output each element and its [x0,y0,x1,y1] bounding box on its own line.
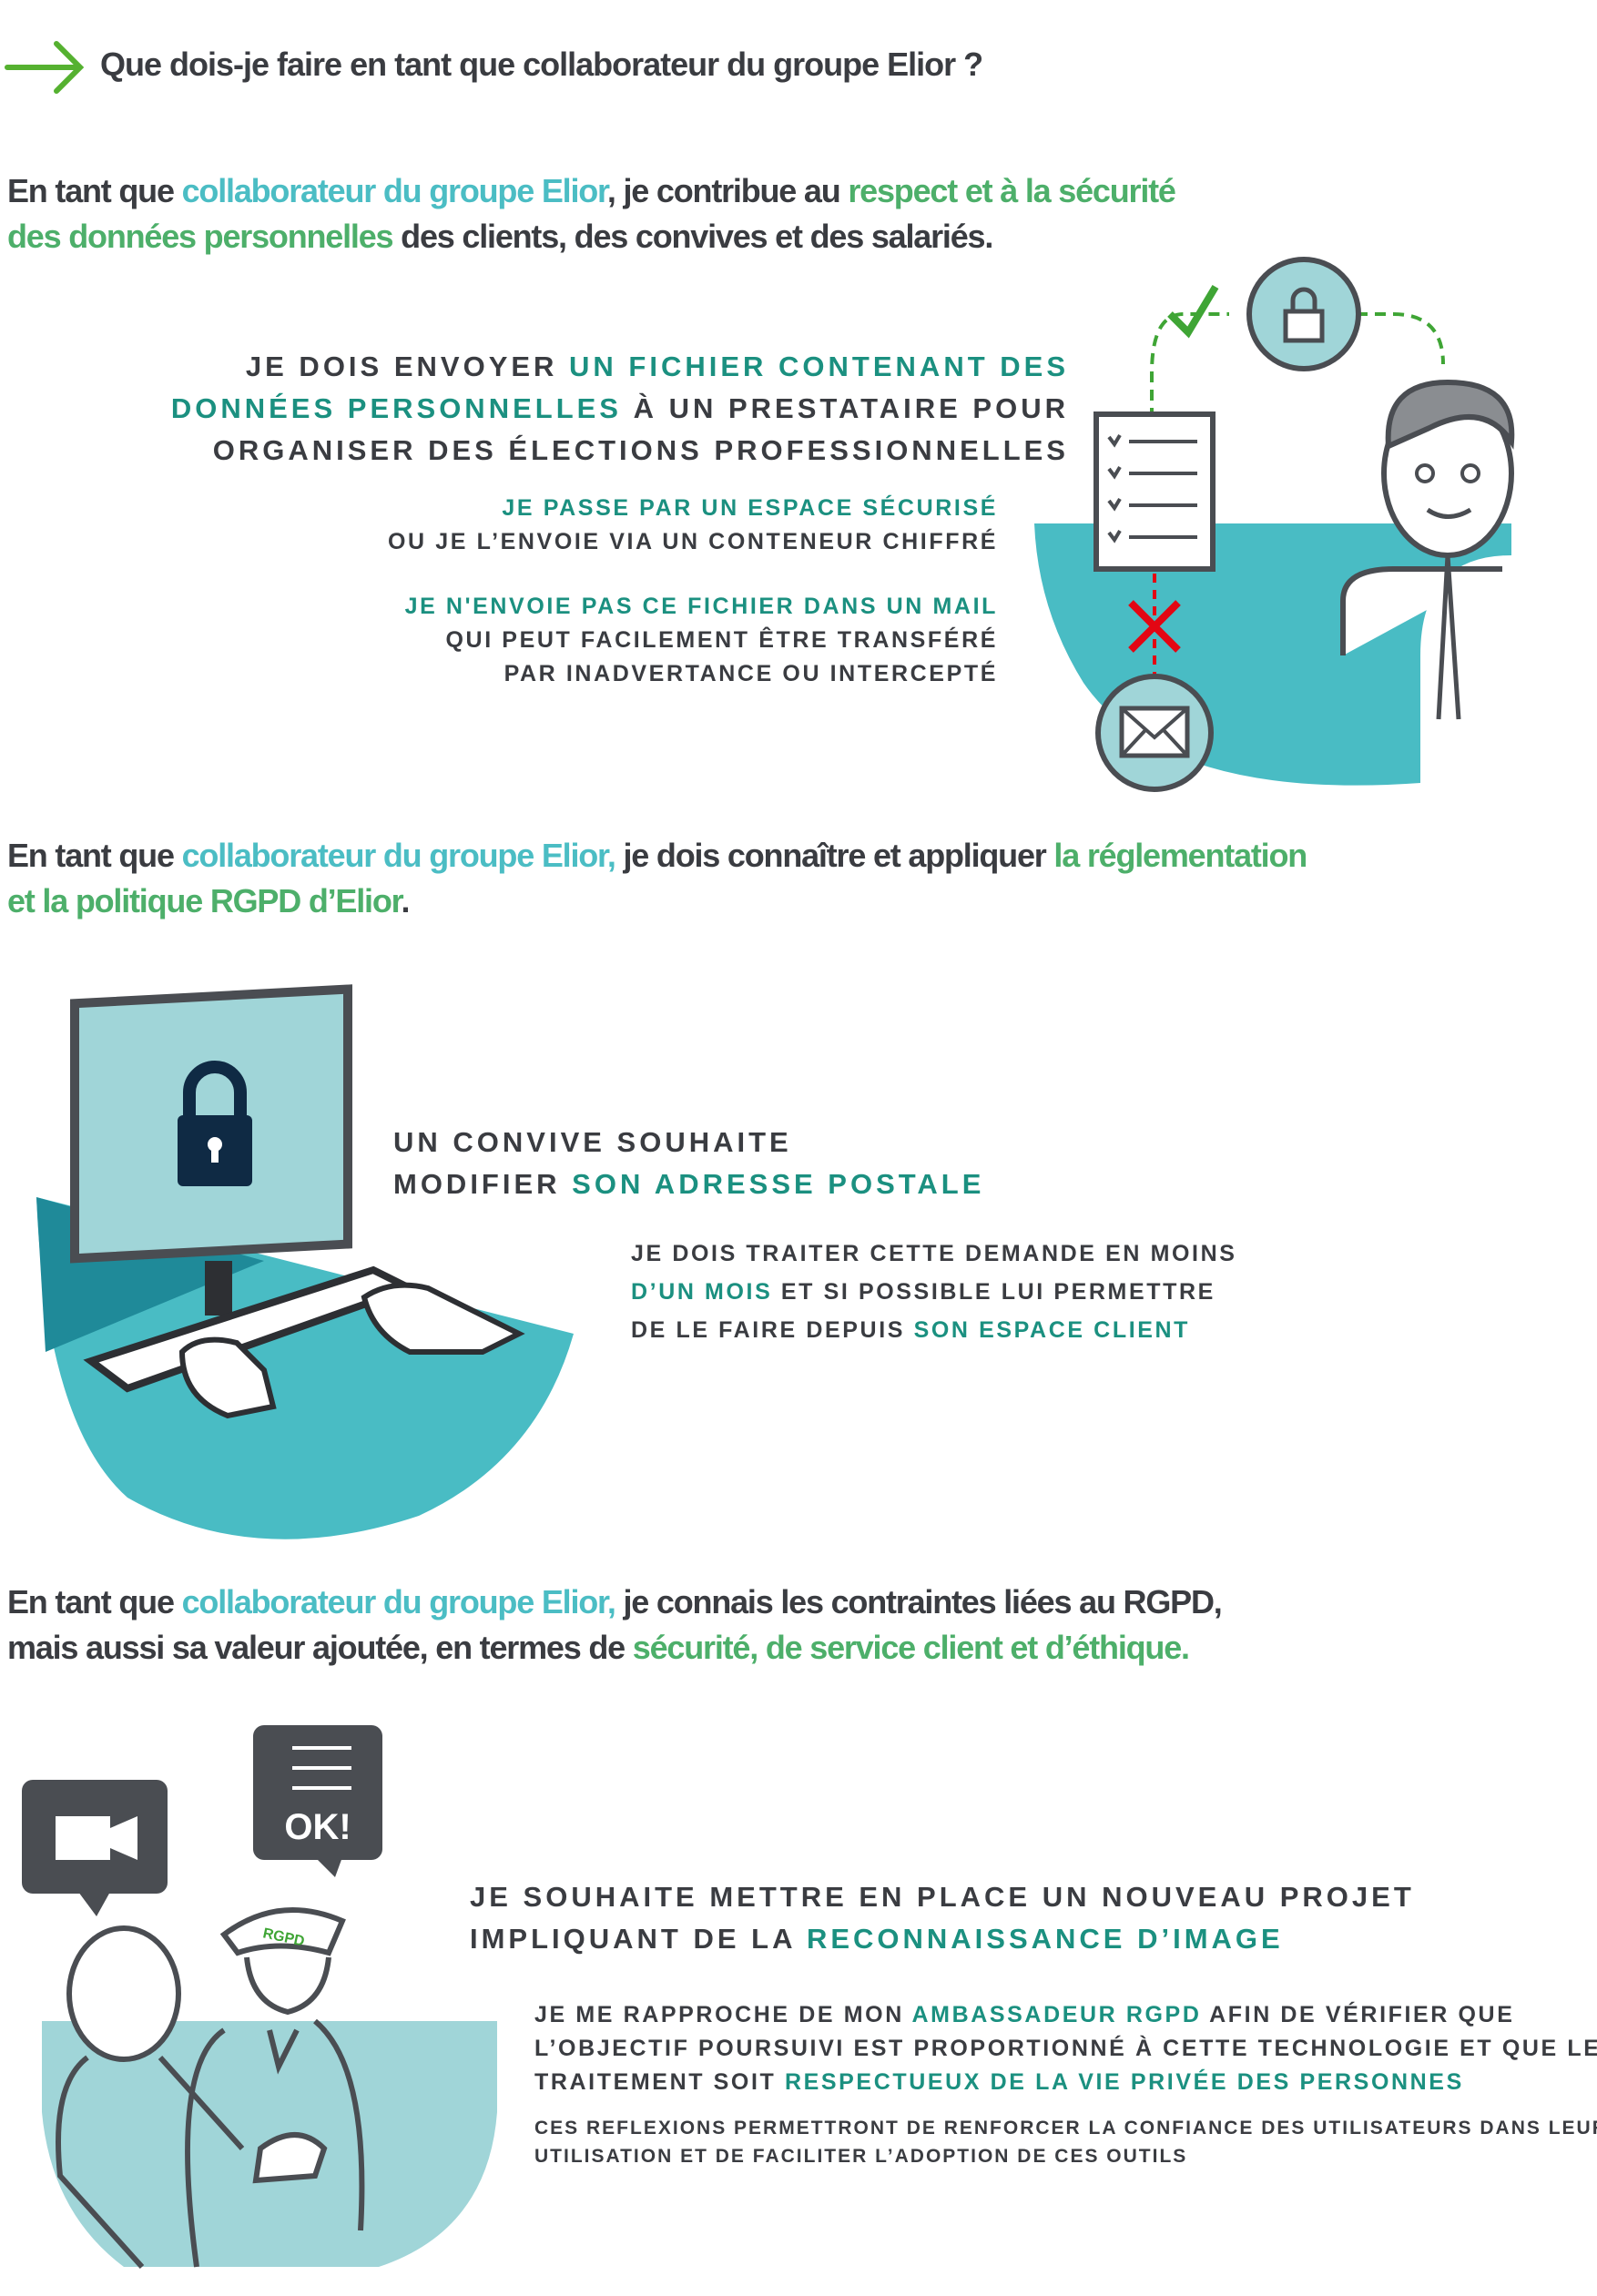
svg-text:OK!: OK! [284,1807,351,1847]
computer-illustration [36,984,574,1539]
case3-heading: JE SOUHAITE METTRE EN PLACE UN NOUVEAU P… [470,1881,1415,1955]
intro-paragraph-2: En tant que collaborateur du groupe Elio… [7,837,1307,919]
intro-paragraph-3: En tant que collaborateur du groupe Elio… [7,1583,1223,1666]
case3-answer: JE ME RAPPROCHE DE MON AMBASSADEUR RGPD … [534,2002,1597,2095]
file-icon [1093,411,1216,572]
intro-paragraph-1: En tant que collaborateur du groupe Elio… [7,172,1176,255]
case2-answer: JE DOIS TRAITER CETTE DEMANDE EN MOINS D… [631,1241,1237,1343]
rgpd-ambassador-illustration: OK! RGPD [22,1725,497,2270]
arrow-right-icon [5,41,85,94]
person-icon [1340,379,1515,720]
case2-heading: UN CONVIVE SOUHAITE MODIFIER SON ADRESSE… [393,1126,985,1200]
page-title: Que dois-je faire en tant que collaborat… [100,46,983,83]
secure-file-illustration [1034,257,1515,792]
case1-heading: JE DOIS ENVOYER UN FICHIER CONTENANT DES… [170,350,1069,466]
case3-note: CES REFLEXIONS PERMETTRONT DE RENFORCER … [534,2118,1597,2167]
checklist-bubble-icon [253,1725,382,1860]
